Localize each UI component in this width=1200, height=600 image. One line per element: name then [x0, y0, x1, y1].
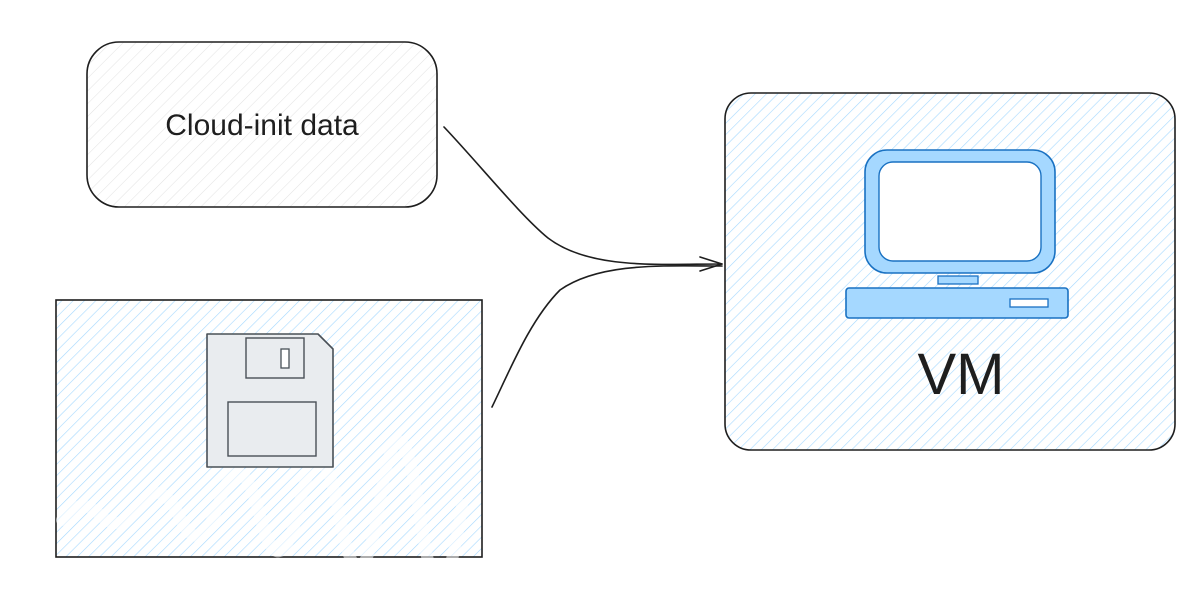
floppy-disk-icon — [206, 333, 334, 468]
cloud-init-data-label: Cloud-init data — [165, 109, 359, 142]
vm-box: VM — [724, 92, 1176, 451]
computer-monitor-icon — [845, 149, 1069, 319]
connector-disk-to-vm — [491, 265, 723, 408]
connector-cloud-init-to-vm — [443, 126, 723, 272]
disk-box — [55, 299, 483, 590]
vm-label: VM — [918, 342, 1005, 407]
scribble-placeholder — [56, 435, 468, 590]
cloud-init-data-box: Cloud-init data — [86, 41, 438, 208]
